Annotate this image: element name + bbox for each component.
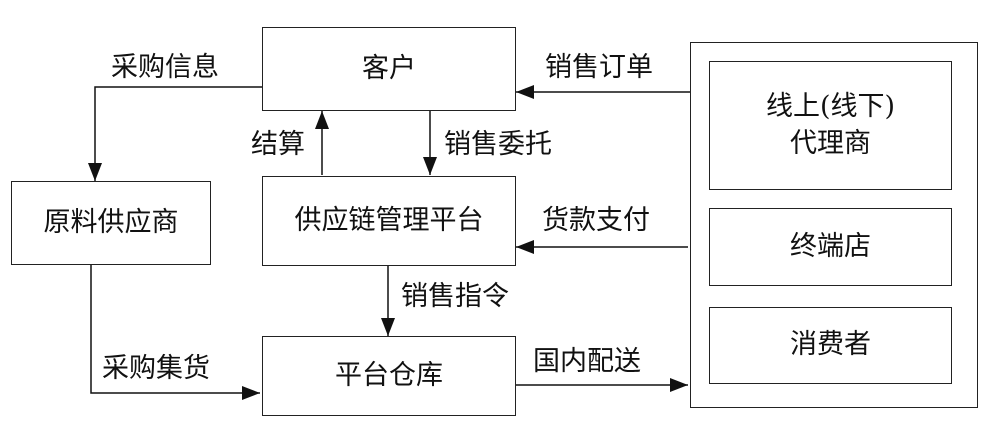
node-consumer-label: 消费者 [790, 329, 871, 361]
node-platform-label: 供应链管理平台 [294, 204, 484, 236]
label-sales-entrust: 销售委托 [444, 129, 552, 160]
label-settlement: 结算 [251, 129, 305, 160]
node-consumer: 消费者 [709, 307, 952, 384]
edge-purchase-collect [90, 264, 260, 400]
label-sales-order: 销售订单 [545, 52, 653, 83]
node-agent-line1: 线上(线下) [765, 91, 896, 123]
node-agent-line2: 代理商 [790, 127, 871, 159]
node-agent: 线上(线下) 代理商 [709, 61, 952, 190]
node-supplier-label: 原料供应商 [43, 206, 179, 238]
node-warehouse: 平台仓库 [262, 336, 516, 416]
label-purchase-collect: 采购集货 [102, 353, 210, 384]
edge-purchase-info [88, 86, 262, 181]
label-purchase-info: 采购信息 [111, 52, 219, 83]
node-terminal: 终端店 [709, 208, 952, 286]
label-domestic-delivery: 国内配送 [533, 346, 641, 377]
node-customer: 客户 [262, 27, 516, 111]
label-payment: 货款支付 [542, 205, 650, 236]
node-terminal-label: 终端店 [790, 230, 871, 262]
label-sales-instruction: 销售指令 [401, 281, 509, 312]
node-platform: 供应链管理平台 [262, 176, 516, 266]
node-warehouse-label: 平台仓库 [335, 359, 443, 391]
node-customer-label: 客户 [362, 52, 416, 84]
node-supplier: 原料供应商 [11, 181, 211, 265]
